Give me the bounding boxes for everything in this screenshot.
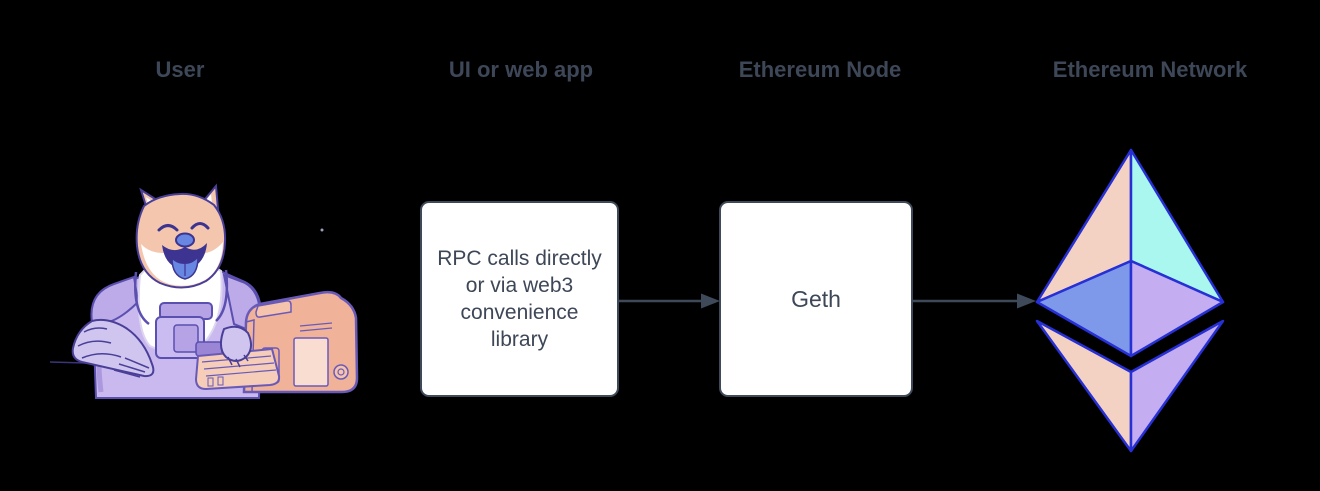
geth-box: Geth <box>719 201 913 397</box>
doge-astronaut-illustration <box>49 183 359 399</box>
arrow-webapp-to-node <box>618 293 720 309</box>
typing-paw <box>220 325 252 368</box>
speck-dot <box>320 228 324 232</box>
ethereum-logo-icon <box>1035 148 1225 453</box>
label-user: User <box>155 57 205 82</box>
arrow-node-to-network <box>913 293 1036 309</box>
robotic-glove <box>71 318 155 378</box>
webapp-box: RPC calls directly or via web3 convenien… <box>420 201 619 397</box>
chest-pack <box>155 302 223 359</box>
webapp-box-text: RPC calls directly or via web3 convenien… <box>437 247 602 351</box>
label-ethereum-node: Ethereum Node <box>738 57 902 82</box>
doge-head <box>135 183 227 289</box>
geth-box-text: Geth <box>791 285 841 312</box>
label-ui-or-web-app: UI or web app <box>448 57 594 82</box>
label-ethereum-network: Ethereum Network <box>1052 57 1248 82</box>
